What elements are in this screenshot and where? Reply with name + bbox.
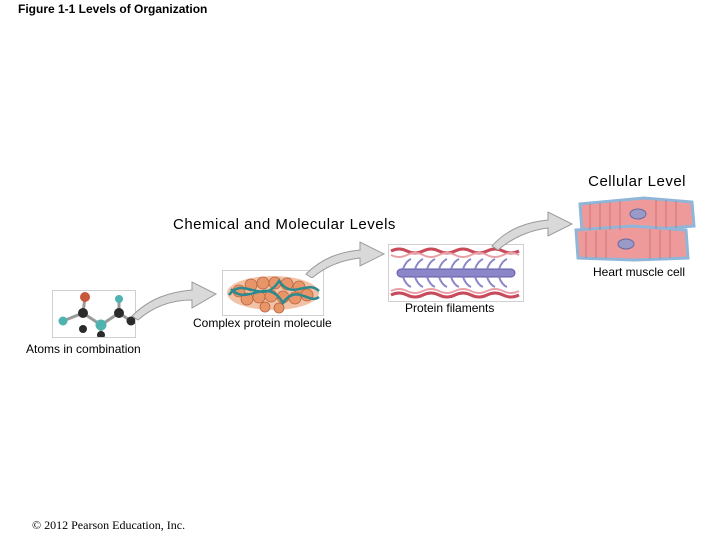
arrow-filaments-to-cell — [491, 211, 574, 250]
arrow-atoms-to-protein — [131, 281, 218, 321]
atoms-panel — [52, 290, 136, 338]
atom — [78, 308, 88, 318]
chemical-molecular-level-label: Chemical and Molecular Levels — [173, 216, 396, 233]
protein-filaments-label: Protein filaments — [405, 301, 495, 315]
heart-muscle-cell-label: Heart muscle cell — [592, 265, 686, 279]
heart-muscle-cell-illustration — [574, 196, 696, 262]
atom — [79, 325, 87, 333]
atom — [95, 319, 107, 331]
atom — [126, 316, 135, 326]
atom — [58, 316, 68, 326]
protein-filaments-panel — [388, 244, 524, 302]
arrow-protein-to-filaments — [305, 241, 386, 278]
atom — [97, 331, 105, 337]
copyright-notice: © 2012 Pearson Education, Inc. — [32, 518, 186, 532]
atom — [80, 292, 90, 302]
protein-molecule-illustration — [227, 276, 320, 314]
cellular-level-label: Cellular Level — [588, 173, 686, 190]
protein-molecule-panel — [222, 270, 324, 316]
protein-molecule-label: Complex protein molecule — [193, 316, 332, 330]
atom — [114, 308, 124, 318]
atoms-illustration — [58, 292, 135, 337]
atom — [115, 295, 123, 303]
figure-title: Figure 1-1 Levels of Organization — [18, 2, 208, 16]
protein-filaments-illustration — [390, 247, 520, 299]
atoms-label: Atoms in combination — [26, 342, 141, 356]
